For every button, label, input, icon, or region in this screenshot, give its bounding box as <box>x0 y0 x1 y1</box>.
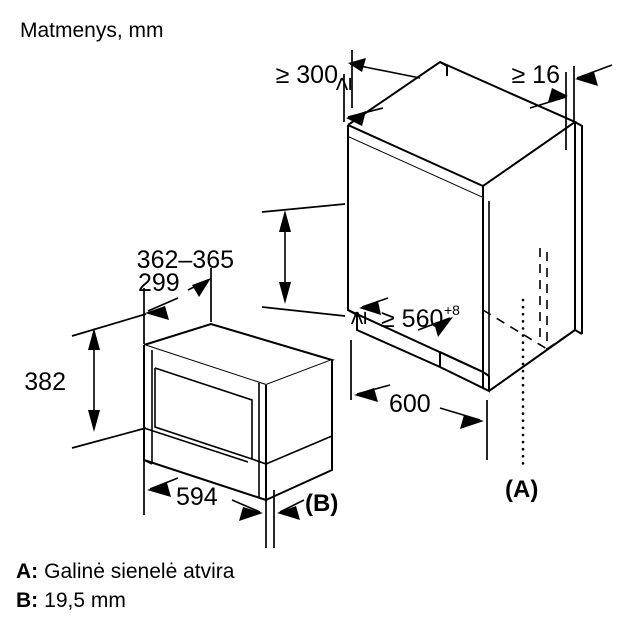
appliance-door-bottom-right-tip <box>258 497 267 501</box>
dim-362-extension-bottom <box>261 306 346 317</box>
dim-300-arrowhead-lower <box>346 111 366 126</box>
appliance-right-face <box>266 360 332 500</box>
legend-text-b: 19,5 mm <box>44 589 126 612</box>
dim-16-arrowhead-right <box>575 72 598 86</box>
dim-appliance-height-label: 382 <box>24 368 66 396</box>
dim-300-arrowhead-upper <box>348 58 366 72</box>
appliance-drawing <box>143 322 336 502</box>
cabinet-top-notch-right <box>574 121 583 136</box>
dim-594-arrowhead-right <box>239 507 263 521</box>
dim-594-leader-left <box>149 477 179 490</box>
appliance-top-face <box>144 324 332 385</box>
dimension-side-gap: ≥ 16 <box>512 61 613 150</box>
dim-niche-height-label: ≥ 560 <box>381 305 443 333</box>
marker-b-leader <box>279 499 305 513</box>
dimension-niche-height: ≥ ≥ 560 +8 <box>344 297 460 337</box>
dimension-appliance-height: 382 <box>24 313 147 449</box>
cabinet-hidden-back-bottom <box>482 309 548 350</box>
dim-382-arrowhead-top <box>88 328 100 350</box>
dimension-clearance-above: ≥ ≥ 300 <box>276 50 421 126</box>
dim-niche-depth-label: 362–365 <box>137 246 234 274</box>
dim-clearance-above-label: ≥ 300 <box>276 61 338 89</box>
dim-594-leader-right <box>231 499 261 513</box>
legend: A: Galinė sienelė atvira B: 19,5 mm <box>16 560 235 612</box>
dim-362-arrowhead-top <box>279 210 291 232</box>
appliance-control-strip-line <box>143 427 249 463</box>
dim-300-ge-symbol: ≥ <box>329 77 357 91</box>
dim-594-arrowhead-left <box>147 483 171 497</box>
dim-16-leader-right <box>576 64 613 79</box>
dim-600-arrowhead-right <box>460 415 484 429</box>
dim-560-ge-symbol: ≥ <box>344 311 372 325</box>
legend-key-b: B: <box>16 589 38 612</box>
cabinet-hidden-back-right <box>546 329 576 350</box>
legend-row-a: A: Galinė sienelė atvira <box>16 560 235 583</box>
dim-16-arrowhead-left <box>548 88 568 102</box>
dim-300-ge-symbol-group: ≥ <box>329 77 357 91</box>
dim-560-ge-symbol-group: ≥ <box>344 311 372 325</box>
dim-299-leader-lower <box>147 297 179 312</box>
cabinet-bottom-front-edge <box>439 351 484 373</box>
dim-appliance-depth-label: 299 <box>138 269 180 297</box>
dim-niche-width-label: 600 <box>389 390 431 418</box>
appliance-front-outline <box>143 345 267 502</box>
cabinet-bottom-front-lip <box>439 366 484 390</box>
appliance-base-right-line <box>265 435 333 465</box>
dim-362-extension-top <box>261 203 346 213</box>
dim-299-arrowhead-upper <box>192 278 211 297</box>
dim-600-arrowhead-left <box>354 388 378 402</box>
cabinet-bottom-notch <box>347 309 441 369</box>
appliance-door-bottom-left-tip <box>143 459 153 465</box>
dim-side-gap-label: ≥ 16 <box>512 61 560 89</box>
legend-row-b: B: 19,5 mm <box>16 589 126 612</box>
dim-382-extension-bottom <box>71 427 147 449</box>
cabinet-top-notch-left <box>439 61 448 76</box>
appliance-control-strip-right <box>251 458 267 465</box>
marker-a-label: (A) <box>505 476 538 503</box>
marker-b-label: (B) <box>305 490 338 517</box>
marker-b-arrowhead <box>277 506 300 520</box>
dimension-appliance-width: 594 <box>143 460 267 548</box>
dim-niche-height-tolerance: +8 <box>444 302 460 318</box>
dimension-appliance-depth: 299 <box>138 268 212 344</box>
dim-299-arrowhead-lower <box>145 306 169 320</box>
dim-16-leader-left <box>529 96 567 109</box>
dim-362-arrowhead-bottom <box>279 282 291 304</box>
dim-560-arrowhead-upper <box>359 301 381 315</box>
dim-appliance-width-label: 594 <box>176 483 218 511</box>
dimension-niche-width: 600 <box>350 340 488 460</box>
cabinet-right-panel-edge-face <box>575 136 582 334</box>
cabinet-left-panel-face <box>348 137 483 372</box>
legend-key-a: A: <box>16 560 38 583</box>
cabinet-niche-drawing <box>347 60 583 470</box>
dim-382-extension-top <box>71 313 147 337</box>
legend-text-a: Galinė sienelė atvira <box>44 560 235 583</box>
dimension-niche-depth: 362–365 <box>137 203 346 317</box>
marker-b-group: (B) <box>273 490 338 548</box>
dim-382-arrowhead-bottom <box>88 410 100 432</box>
dim-560-arrowhead-lower <box>434 317 453 337</box>
cabinet-top-panel-face <box>348 62 575 186</box>
appliance-front-face <box>144 345 266 500</box>
page-title: Matmenys, mm <box>20 19 164 42</box>
cabinet-right-panel-bottom <box>574 329 583 335</box>
